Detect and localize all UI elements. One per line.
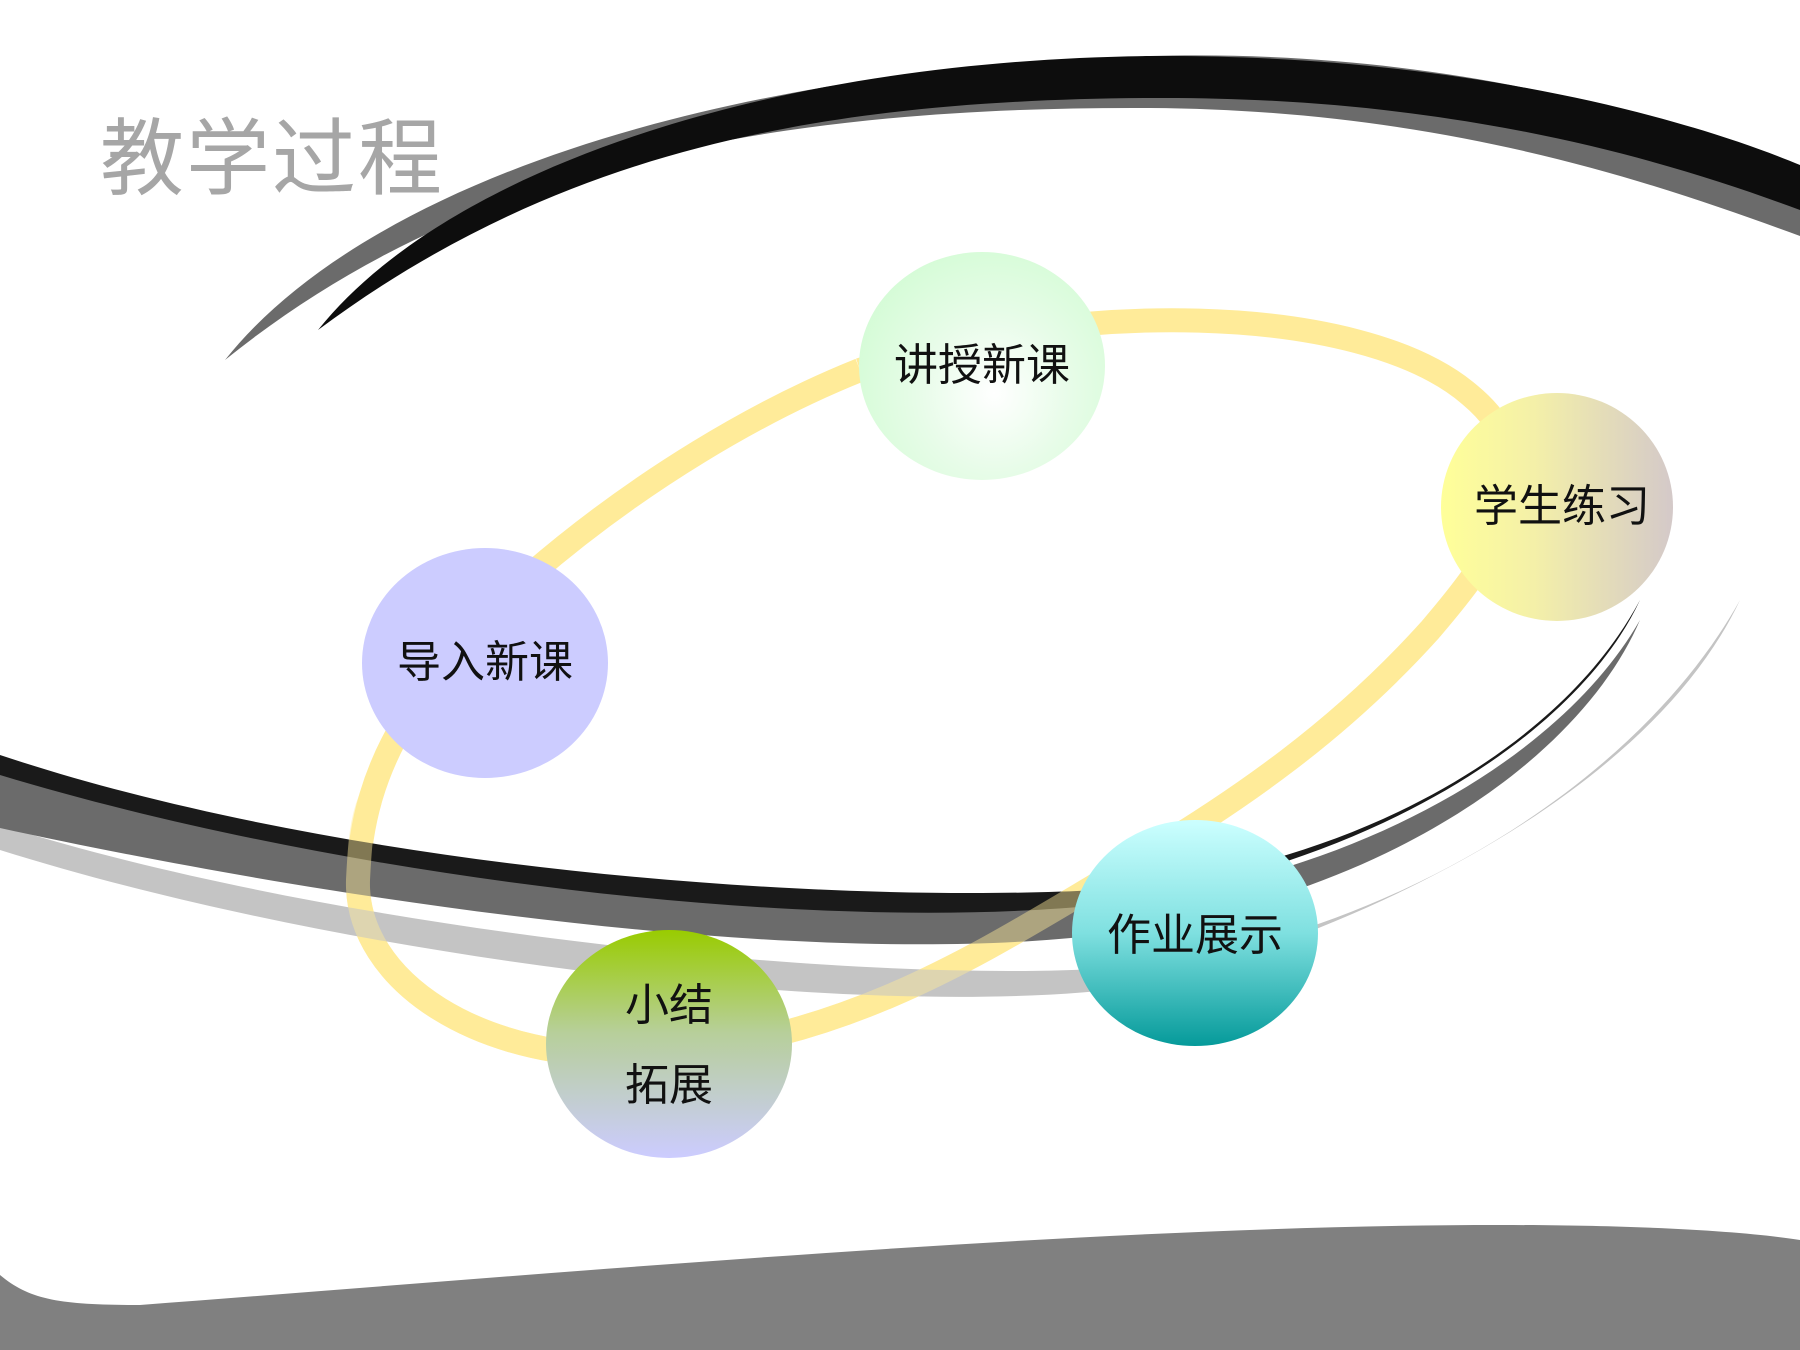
footer-wave	[0, 1225, 1800, 1350]
cycle-node-teach: 讲授新课	[859, 252, 1105, 480]
cycle-node-label: 作业展示	[1107, 910, 1283, 961]
cycle-node-import: 导入新课	[362, 548, 608, 778]
cycle-node-homework: 作业展示	[1072, 820, 1318, 1046]
cycle-node-summary: 小结 拓展	[546, 930, 792, 1158]
cycle-node-label: 讲授新课	[894, 340, 1070, 391]
cycle-node-label: 学生练习	[1474, 481, 1650, 532]
cycle-node-label: 小结 拓展	[625, 962, 713, 1126]
cycle-node-label-line1: 小结	[625, 980, 713, 1031]
cycle-node-label-line2: 拓展	[625, 1060, 713, 1111]
cycle-node-label: 导入新课	[397, 637, 573, 688]
cycle-node-practice: 学生练习	[1441, 393, 1673, 621]
page-title: 教学过程	[100, 110, 445, 208]
top-swoosh-dark	[318, 55, 1800, 330]
